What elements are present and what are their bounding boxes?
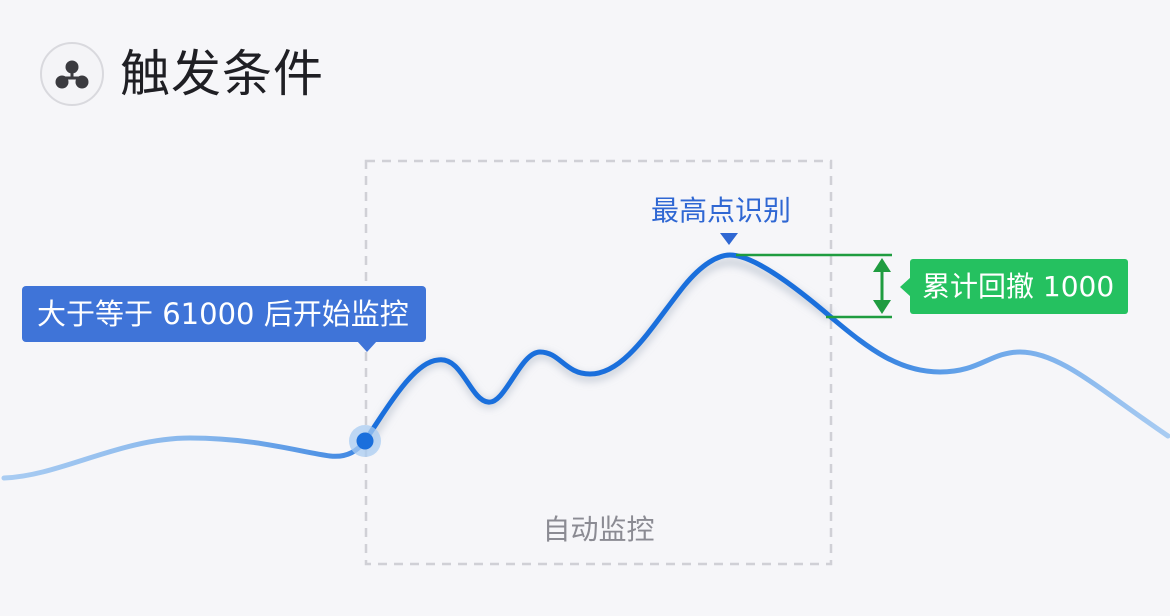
page-title: 触发条件 xyxy=(120,45,324,103)
peak-detection-label: 最高点识别 xyxy=(651,194,792,227)
peak-pointer-icon xyxy=(720,233,738,245)
drawdown-arrow-up xyxy=(873,258,891,272)
curve-monitored xyxy=(362,252,835,444)
start-tooltip-pointer xyxy=(357,341,377,352)
start-point-marker xyxy=(356,432,374,450)
curve-post-trigger xyxy=(829,315,1170,439)
drawdown-arrow-down xyxy=(873,300,891,314)
hierarchy-icon xyxy=(40,42,104,106)
drawdown-badge-pointer xyxy=(900,277,911,297)
curve-shadow xyxy=(361,257,835,451)
drawdown-badge: 累计回撤 1000 xyxy=(910,259,1129,314)
monitor-zone xyxy=(364,159,833,566)
start-monitor-tooltip: 大于等于 61000 后开始监控 xyxy=(22,286,426,342)
curve-pre-monitor xyxy=(1,435,368,481)
monitor-zone-label: 自动监控 xyxy=(542,513,655,546)
